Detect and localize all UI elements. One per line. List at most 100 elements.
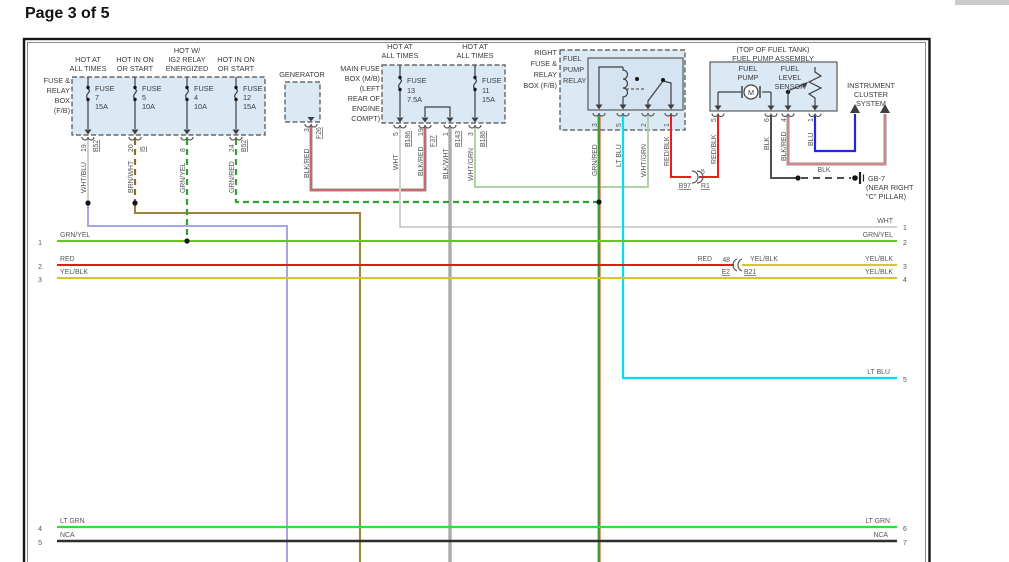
- svg-text:1: 1: [664, 123, 671, 127]
- svg-text:GB-7: GB-7: [868, 174, 885, 183]
- svg-text:12: 12: [243, 93, 251, 102]
- svg-text:15A: 15A: [482, 95, 495, 104]
- svg-text:4: 4: [781, 118, 788, 122]
- svg-text:B21: B21: [744, 269, 756, 276]
- svg-text:WHT: WHT: [877, 218, 893, 225]
- svg-text:LT BLU: LT BLU: [867, 369, 890, 376]
- svg-text:GRN/YEL: GRN/YEL: [180, 163, 187, 193]
- wire-grn-red: [597, 115, 601, 562]
- ground-gb7-icon: [852, 172, 865, 184]
- svg-text:BOX (M/B): BOX (M/B): [345, 74, 380, 83]
- svg-text:(LEFT: (LEFT: [360, 84, 381, 93]
- svg-text:BLU: BLU: [808, 133, 815, 146]
- svg-text:B52: B52: [241, 140, 248, 152]
- svg-text:5: 5: [903, 377, 907, 384]
- svg-text:FUSE: FUSE: [95, 84, 115, 93]
- generator-box: [284, 81, 321, 123]
- connector-e2-b21-icon: [732, 258, 743, 272]
- svg-text:FUSE &: FUSE &: [531, 59, 557, 68]
- fuel-pump-relay-symbol: [598, 66, 672, 105]
- fuse-relay-box: [71, 76, 266, 136]
- svg-text:6: 6: [903, 526, 907, 533]
- svg-text:I5: I5: [140, 146, 147, 152]
- svg-text:MAIN FUSE: MAIN FUSE: [340, 64, 380, 73]
- svg-text:B186: B186: [405, 131, 412, 147]
- svg-text:YEL/BLK: YEL/BLK: [60, 269, 88, 276]
- svg-text:(TOP OF FUEL TANK): (TOP OF FUEL TANK): [737, 45, 810, 54]
- wire-wht-blu: [87, 139, 288, 562]
- svg-text:8: 8: [180, 148, 187, 152]
- component-boxes: [71, 49, 838, 136]
- generator-label: GENERATOR: [279, 70, 325, 79]
- svg-text:7: 7: [95, 93, 99, 102]
- svg-text:BOX: BOX: [55, 96, 71, 105]
- fpa-title: (TOP OF FUEL TANK)FUEL PUMP ASSEMBLY: [732, 45, 814, 63]
- svg-text:HOT W/: HOT W/: [174, 46, 201, 55]
- exit-arrows: [84, 104, 890, 135]
- svg-text:BLK/WHT: BLK/WHT: [443, 148, 450, 179]
- svg-text:ALL TIMES: ALL TIMES: [382, 51, 419, 60]
- svg-text:ENGINE: ENGINE: [352, 104, 380, 113]
- svg-text:F26: F26: [316, 127, 323, 139]
- wire-blk-red-pump: [786, 114, 887, 166]
- svg-text:R1: R1: [701, 183, 710, 190]
- svg-text:FUSE: FUSE: [243, 84, 263, 93]
- svg-text:GRN/RED: GRN/RED: [229, 161, 236, 193]
- svg-text:ALL TIMES: ALL TIMES: [457, 51, 494, 60]
- svg-text:1: 1: [808, 118, 815, 122]
- svg-text:LEVEL: LEVEL: [779, 73, 802, 82]
- svg-text:RED/BLK: RED/BLK: [664, 136, 671, 166]
- svg-text:IG2 RELAY: IG2 RELAY: [168, 55, 205, 64]
- svg-text:LT GRN: LT GRN: [60, 518, 85, 525]
- bus-labels: WHT 1 GRN/YEL 1 GRN/YEL 2 RED 2 YEL/BLK …: [38, 218, 907, 547]
- svg-text:3: 3: [903, 264, 907, 271]
- svg-text:11: 11: [482, 86, 490, 95]
- svg-text:BLK: BLK: [764, 137, 771, 150]
- svg-text:YEL/BLK: YEL/BLK: [865, 256, 893, 263]
- svg-text:48: 48: [722, 257, 730, 264]
- svg-text:15A: 15A: [243, 102, 256, 111]
- svg-text:NCA: NCA: [873, 532, 888, 539]
- svg-text:5: 5: [711, 118, 718, 122]
- svg-text:FUEL PUMP ASSEMBLY: FUEL PUMP ASSEMBLY: [732, 54, 814, 63]
- svg-text:BLK: BLK: [817, 167, 830, 174]
- svg-text:OR START: OR START: [218, 64, 255, 73]
- svg-text:FUSE: FUSE: [482, 76, 502, 85]
- svg-text:RED/BLK: RED/BLK: [711, 134, 718, 164]
- svg-text:B52: B52: [93, 140, 100, 152]
- svg-text:HOT AT: HOT AT: [462, 42, 488, 51]
- svg-text:13: 13: [407, 86, 415, 95]
- svg-text:7.5A: 7.5A: [407, 95, 422, 104]
- scrollbar-fragment[interactable]: [955, 0, 1009, 5]
- ground-gb7-labels: BLK GB-7 (NEAR RIGHT "C" PILLAR): [817, 167, 913, 201]
- svg-text:BOX (F/B): BOX (F/B): [523, 81, 557, 90]
- svg-text:5: 5: [616, 123, 623, 127]
- svg-text:BRN/WHT: BRN/WHT: [128, 160, 135, 193]
- svg-text:ENERGIZED: ENERGIZED: [166, 64, 209, 73]
- svg-text:19: 19: [418, 128, 425, 136]
- svg-text:4: 4: [194, 93, 198, 102]
- svg-text:GRN/YEL: GRN/YEL: [863, 232, 893, 239]
- svg-text:FUEL: FUEL: [781, 64, 800, 73]
- svg-text:B97: B97: [679, 183, 691, 190]
- svg-text:1: 1: [38, 240, 42, 247]
- wire-blk-ground: [770, 115, 851, 179]
- svg-text:GRN/RED: GRN/RED: [592, 144, 599, 176]
- fuel-pump-motor-symbol: [717, 84, 772, 106]
- page-title: Page 3 of 5: [25, 5, 110, 22]
- svg-text:REAR OF: REAR OF: [348, 94, 381, 103]
- svg-text:5: 5: [701, 169, 705, 176]
- wire-red-blk: [670, 115, 719, 178]
- svg-text:FUSE: FUSE: [194, 84, 214, 93]
- svg-text:WHT/BLU: WHT/BLU: [81, 162, 88, 193]
- svg-text:HOT AT: HOT AT: [387, 42, 413, 51]
- svg-text:SYSTEM: SYSTEM: [856, 99, 886, 108]
- svg-text:3: 3: [468, 132, 475, 136]
- svg-text:19: 19: [81, 144, 88, 152]
